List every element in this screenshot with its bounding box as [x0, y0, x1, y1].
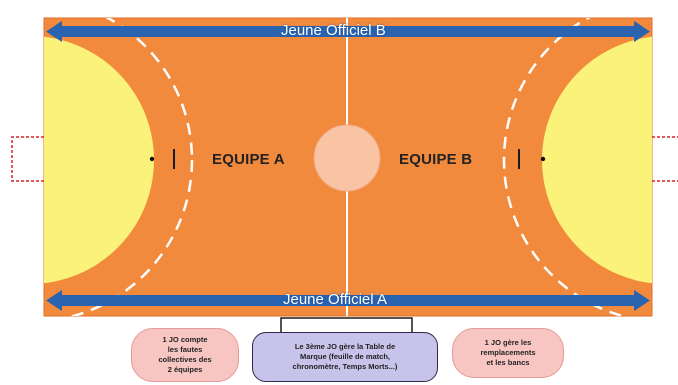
- fouls-note-line-1: 1 JO compte: [162, 335, 208, 344]
- right-free-throw-line: [502, 18, 628, 316]
- scoring-table-note: Le 3ème JO gère la Table de Marque (feui…: [252, 332, 438, 382]
- fouls-note-line-3: collectives des: [158, 355, 212, 364]
- official-a-arrow: [46, 290, 650, 311]
- left-goal-area: [44, 36, 154, 284]
- fouls-note-line-4: 2 équipes: [167, 365, 203, 374]
- scoring-table-note-line-2: Marque (feuille de match,: [299, 352, 390, 361]
- right-penalty-dot: [540, 156, 546, 162]
- substitutions-note-line-2: remplacements: [480, 348, 536, 357]
- left-free-throw-line: [68, 18, 194, 316]
- scoring-table-note-line-1: Le 3ème JO gère la Table de: [294, 342, 396, 351]
- scoring-table-note-line-3: chronomètre, Temps Morts...): [292, 362, 398, 371]
- fouls-note-line-2: les fautes: [167, 345, 203, 354]
- official-b-arrow: [46, 21, 650, 42]
- substitutions-note: 1 JO gère les remplacements et les bancs: [452, 328, 564, 378]
- official-a-label: Jeune Officiel A: [283, 291, 387, 308]
- left-penalty-dot: [149, 156, 155, 162]
- team-b-label: EQUIPE B: [399, 151, 473, 168]
- right-goal-area: [542, 36, 652, 284]
- substitutions-note-line-1: 1 JO gère les: [484, 338, 532, 347]
- left-goal: [11, 136, 44, 182]
- center-circle: [313, 124, 381, 192]
- fouls-note: 1 JO compte les fautes collectives des 2…: [131, 328, 239, 382]
- table-bracket: [280, 317, 413, 334]
- team-a-label: EQUIPE A: [212, 151, 285, 168]
- official-b-label: Jeune Officiel B: [281, 22, 386, 39]
- substitutions-note-line-3: et les bancs: [486, 358, 530, 367]
- right-goal: [652, 136, 678, 182]
